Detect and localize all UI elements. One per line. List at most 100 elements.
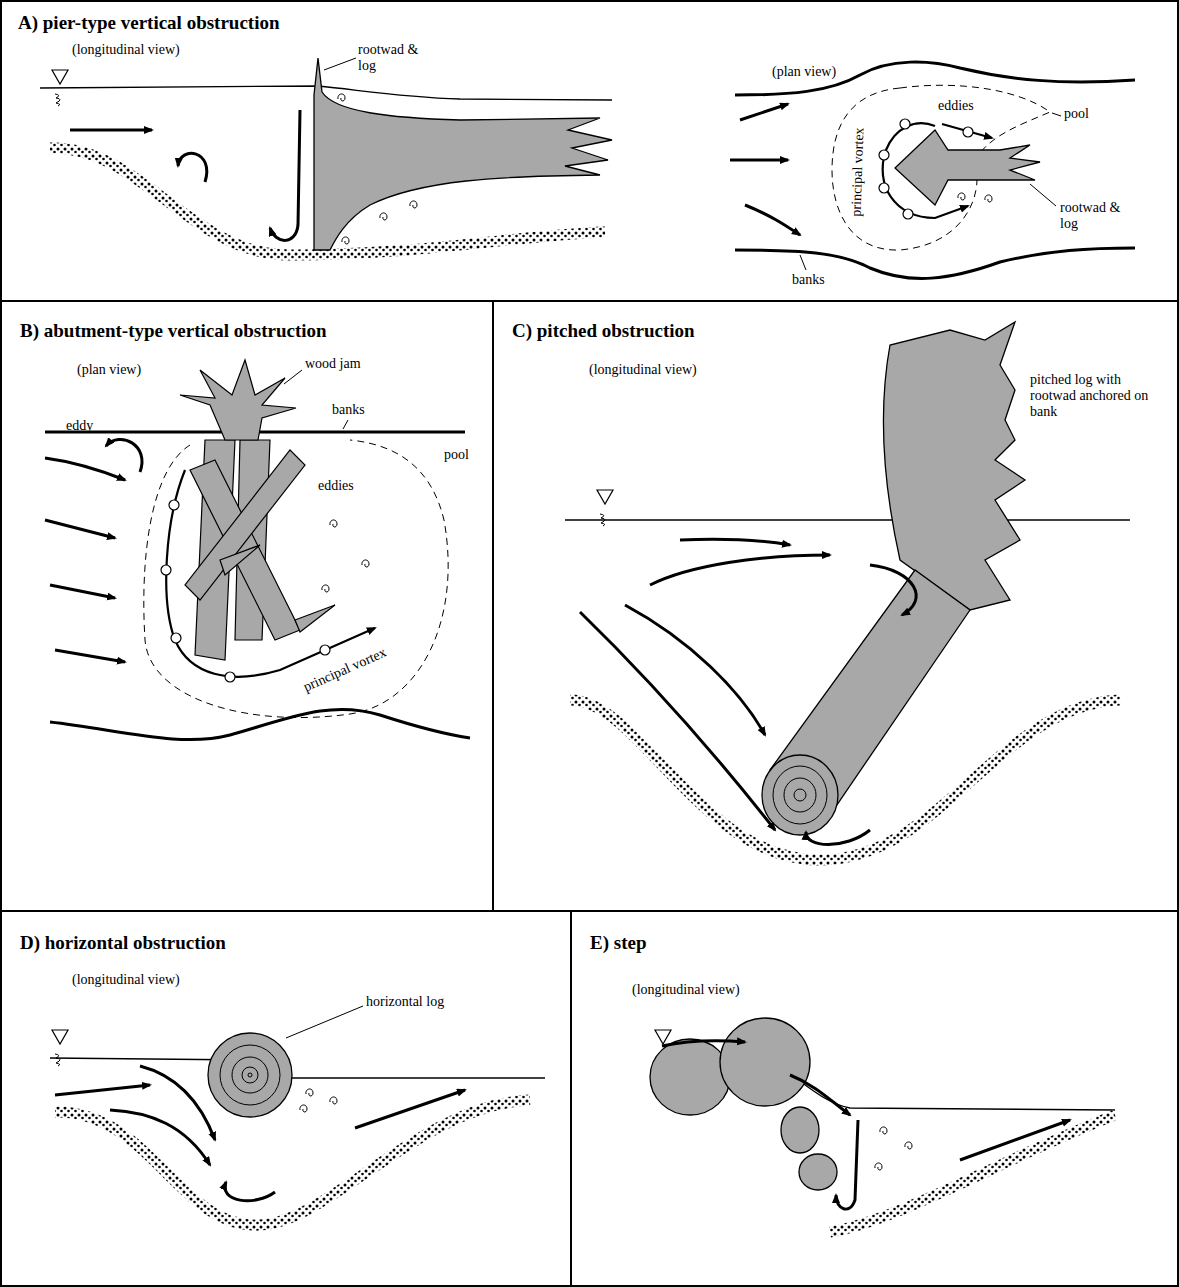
water-symbol bbox=[597, 490, 613, 526]
vortex-ring bbox=[879, 119, 973, 219]
pitched-log bbox=[883, 322, 1025, 610]
flow-arrow bbox=[730, 159, 788, 162]
flow-arrow bbox=[836, 1120, 858, 1209]
horizontal-log bbox=[208, 1033, 292, 1117]
log-rings bbox=[784, 778, 816, 812]
bank-line bbox=[45, 432, 470, 740]
water-line bbox=[270, 1077, 545, 1078]
eddy-curl bbox=[958, 193, 965, 200]
flow-arrow bbox=[662, 1041, 745, 1046]
vortex-ring bbox=[161, 500, 330, 682]
step-boulder bbox=[781, 1107, 819, 1153]
flow-arrow bbox=[960, 1120, 1070, 1160]
flow-arrow bbox=[745, 205, 800, 235]
vortex-ring bbox=[963, 127, 973, 137]
flow-arrow bbox=[740, 104, 788, 120]
callout-label: principal vortex bbox=[848, 127, 867, 217]
eddy-curl bbox=[875, 1127, 912, 1170]
callout-label: wood jam bbox=[305, 356, 361, 372]
eddy-curl bbox=[342, 237, 349, 244]
vortex-ring bbox=[900, 119, 910, 129]
leader-line bbox=[284, 370, 348, 429]
panel-heading: D) horizontal obstruction bbox=[20, 932, 226, 954]
log-rings bbox=[220, 1045, 280, 1105]
water-line bbox=[50, 1058, 545, 1078]
panel-heading: A) pier-type vertical obstruction bbox=[18, 12, 280, 34]
flow-arrow bbox=[580, 539, 916, 844]
flow-arrow bbox=[55, 650, 125, 662]
leader-line bbox=[324, 58, 356, 70]
vortex-ring bbox=[320, 645, 330, 655]
figure-panel: D) horizontal obstruction(longitudinal v… bbox=[0, 910, 572, 1287]
flow-arrow bbox=[650, 555, 830, 585]
callout-label: rootwad & log bbox=[358, 42, 428, 74]
callout-label: pool bbox=[444, 447, 469, 463]
view-label: (longitudinal view) bbox=[72, 42, 180, 58]
eddy-curl bbox=[880, 1127, 887, 1134]
wood-jam bbox=[220, 545, 260, 575]
callout-label: pool bbox=[1064, 106, 1089, 122]
vortex-ring bbox=[879, 183, 889, 193]
flow-arrow bbox=[45, 439, 142, 662]
vortex-ring bbox=[225, 672, 235, 682]
leader-line bbox=[800, 113, 1061, 270]
flow-arrow bbox=[870, 565, 916, 615]
log-rings bbox=[773, 766, 827, 824]
bank-line bbox=[735, 62, 1135, 278]
eddy-curl bbox=[905, 1142, 912, 1149]
wood-jam bbox=[180, 360, 296, 440]
flow-arrow bbox=[355, 1090, 465, 1128]
vortex-ring bbox=[169, 500, 179, 510]
flow-arrow bbox=[790, 1075, 850, 1115]
flow-arrow bbox=[806, 830, 870, 845]
eddy-curl bbox=[300, 1089, 337, 1112]
eddy-curl bbox=[330, 1097, 337, 1104]
flow-arrow bbox=[225, 1182, 275, 1201]
step-boulder bbox=[650, 1018, 837, 1190]
eddy-curl bbox=[322, 585, 329, 592]
vortex-arrow bbox=[942, 124, 992, 138]
callout-label: horizontal log bbox=[366, 994, 444, 1010]
gravel-bed bbox=[830, 1115, 1115, 1232]
view-label: (plan view) bbox=[77, 362, 141, 378]
log-rings bbox=[232, 1057, 268, 1093]
flow-arrow bbox=[45, 520, 115, 538]
figure-panel: A) pier-type vertical obstruction (longit… bbox=[0, 0, 1179, 302]
wood-jam bbox=[180, 360, 335, 660]
eddy-curl bbox=[338, 94, 417, 244]
view-label: (plan view) bbox=[772, 64, 836, 80]
rootwad-log bbox=[314, 58, 612, 250]
step-boulder bbox=[650, 1039, 730, 1115]
log-rings bbox=[794, 789, 806, 801]
pitched-log bbox=[770, 570, 970, 815]
flow-arrow bbox=[70, 129, 152, 132]
water-line bbox=[565, 519, 1130, 520]
eddy-curl bbox=[362, 560, 369, 567]
vortex-ring bbox=[171, 633, 181, 643]
leader-line bbox=[286, 1006, 363, 1038]
flow-arrow bbox=[106, 439, 142, 472]
flow-arrow bbox=[270, 110, 300, 240]
flow-arrow bbox=[662, 1041, 1070, 1209]
eddy-curl bbox=[322, 520, 369, 592]
wood-jam bbox=[185, 450, 305, 600]
log-rings bbox=[248, 1073, 252, 1077]
callout-label: pitched log with rootwad anchored on ban… bbox=[1030, 372, 1165, 420]
leader-line bbox=[800, 255, 806, 270]
wood-jam bbox=[295, 605, 335, 632]
gravel-bed bbox=[55, 1100, 530, 1225]
callout-label: eddies bbox=[938, 98, 974, 114]
flow-arrow bbox=[55, 1085, 150, 1095]
flow-arrow bbox=[580, 612, 775, 830]
leader-line bbox=[343, 420, 348, 429]
log-rings bbox=[220, 1045, 280, 1105]
pool-outline bbox=[144, 440, 448, 718]
panel-heading: B) abutment-type vertical obstruction bbox=[20, 320, 327, 342]
eddy-curl bbox=[958, 193, 992, 202]
view-label: (longitudinal view) bbox=[632, 982, 740, 998]
bank-line bbox=[50, 709, 470, 739]
flow-arrow bbox=[625, 605, 765, 735]
eddy-curl bbox=[875, 1163, 882, 1170]
flow-arrow bbox=[178, 153, 207, 182]
